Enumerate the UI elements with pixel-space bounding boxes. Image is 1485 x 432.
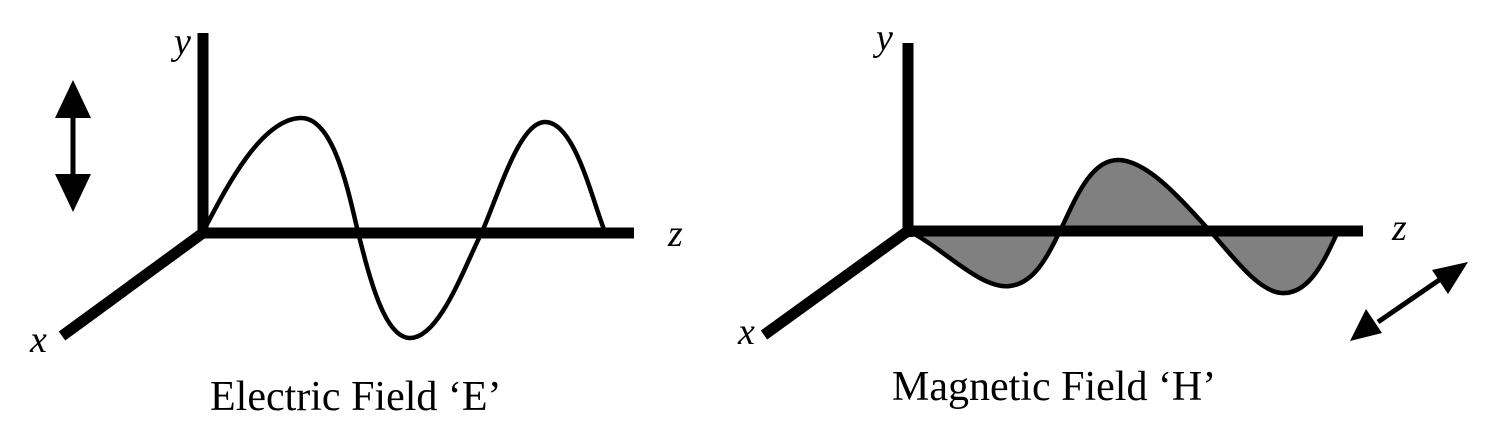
electric-x-axis-label: x	[29, 319, 47, 361]
vertical-double-arrow-icon	[55, 80, 91, 212]
magnetic-z-axis-label: z	[1391, 207, 1407, 249]
diagonal-double-arrow-icon	[1350, 262, 1468, 341]
electric-y-axis-label: y	[170, 21, 191, 63]
electric-x-axis	[58, 225, 211, 341]
magnetic-field-panel: y z x Magnetic Field ‘H’	[737, 17, 1468, 410]
magnetic-x-axis-label: x	[737, 311, 755, 353]
electric-field-wave	[201, 115, 608, 341]
magnetic-x-axis	[760, 223, 916, 340]
magnetic-field-caption: Magnetic Field ‘H’	[892, 364, 1216, 410]
electric-z-axis-label: z	[667, 213, 683, 255]
magnetic-y-axis-label: y	[872, 17, 893, 59]
electric-field-panel: y z x Electric Field ‘E’	[29, 21, 683, 420]
electric-field-caption: Electric Field ‘E’	[210, 374, 502, 420]
